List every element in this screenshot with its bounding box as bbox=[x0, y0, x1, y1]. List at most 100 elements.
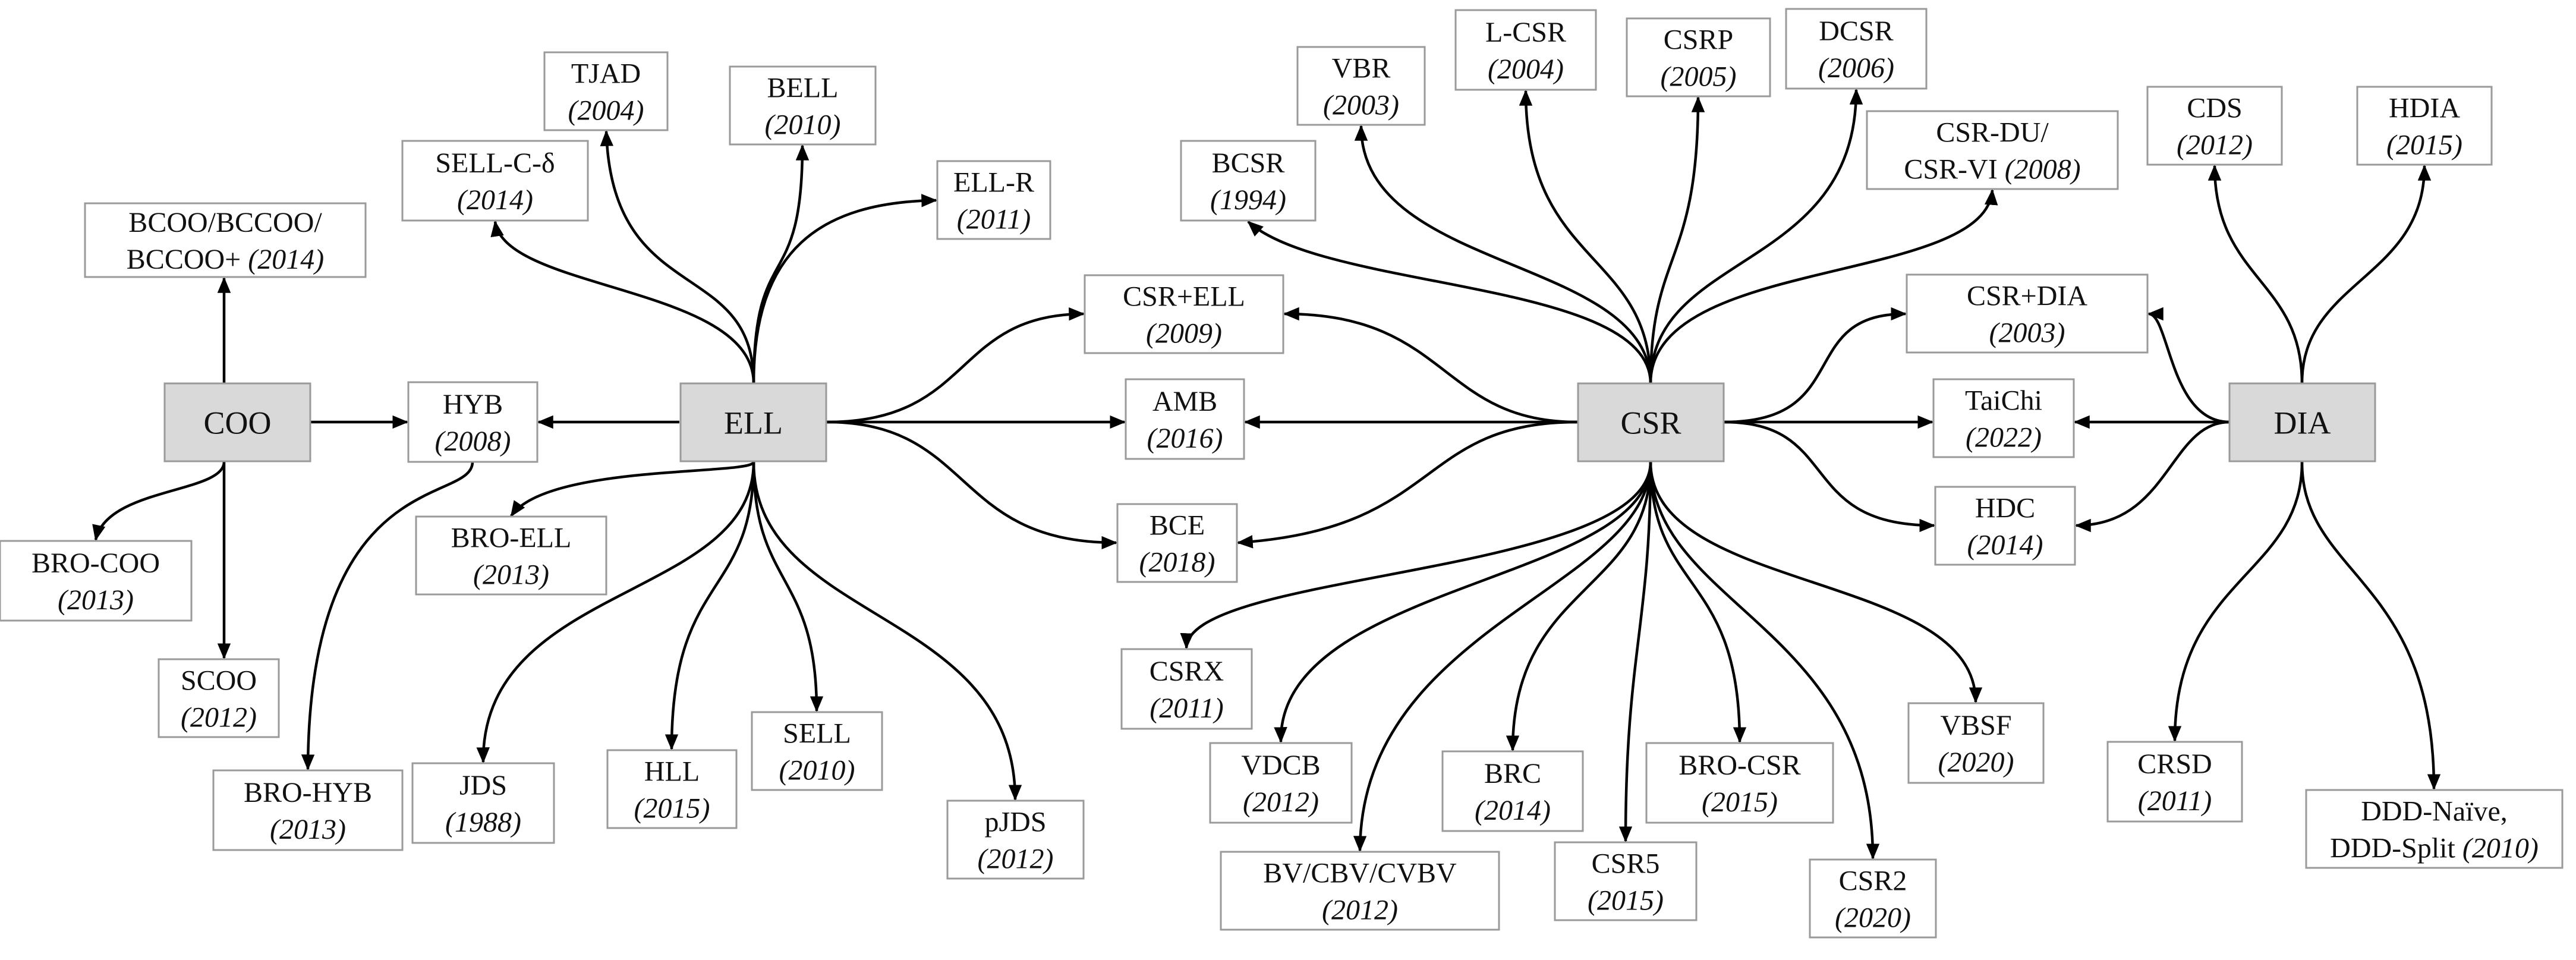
node-year: (2014) bbox=[241, 244, 324, 275]
node-label: BRO-CSR(2015) bbox=[1679, 750, 1800, 818]
node-box bbox=[946, 800, 1085, 880]
node-box bbox=[2146, 86, 2283, 166]
edge-ell-to-pjds bbox=[752, 461, 1022, 801]
node-year: (2018) bbox=[1139, 547, 1215, 578]
edge-csr-to-brc bbox=[1506, 461, 1652, 752]
node-year: (2012) bbox=[1322, 895, 1398, 926]
node-name-line: BCCOO+ bbox=[127, 244, 241, 275]
edge-csr-to-csr-dia bbox=[1723, 307, 1907, 424]
format-node-scoo: SCOO(2012) bbox=[158, 658, 280, 738]
node-name-line: AMB bbox=[1152, 386, 1217, 417]
node-name-line: HYB bbox=[443, 389, 503, 420]
format-node-sell: SELL(2010) bbox=[751, 711, 883, 791]
format-node-sell-c: SELL-C-δ(2014) bbox=[401, 140, 589, 222]
node-year: (2015) bbox=[1588, 885, 1664, 917]
node-label: SELL-C-δ(2014) bbox=[435, 147, 555, 216]
format-node-bell: BELL(2010) bbox=[729, 65, 877, 146]
node-year: (2011) bbox=[2138, 785, 2212, 817]
node-box bbox=[401, 140, 589, 222]
format-node-vbr: VBR(2003) bbox=[1296, 46, 1426, 126]
format-node-bro-coo: BRO-COO(2013) bbox=[0, 540, 193, 622]
format-node-bcsr: BCSR(1994) bbox=[1180, 140, 1317, 222]
edge-ell-to-csr-ell bbox=[826, 307, 1085, 424]
format-node-hyb: HYB (2008) bbox=[407, 381, 538, 463]
node-box bbox=[0, 540, 193, 622]
edge-csr-to-csr-du bbox=[1649, 188, 1998, 384]
node-name-line: HDIA bbox=[2389, 93, 2460, 124]
node-year: (2008) bbox=[435, 426, 511, 457]
node-label: CSR bbox=[1620, 405, 1681, 441]
node-box bbox=[212, 769, 404, 851]
node-box bbox=[1785, 8, 1928, 90]
node-name-line: BELL bbox=[767, 73, 839, 104]
node-year: (2003) bbox=[1323, 90, 1399, 121]
node-year: (2011) bbox=[957, 204, 1031, 235]
node-label: CSRP(2005) bbox=[1661, 24, 1737, 93]
edge-csr-to-csrp bbox=[1649, 96, 1705, 384]
node-label: CSR2(2020) bbox=[1835, 865, 1911, 934]
node-name-line: BCE bbox=[1150, 510, 1205, 542]
node-name-line: BRO-ELL bbox=[451, 523, 572, 554]
edge-ell-to-bce bbox=[826, 420, 1118, 550]
core-node-ell: ELL bbox=[679, 382, 827, 462]
node-label: ELL-R (2011) bbox=[953, 167, 1034, 235]
node-name-line: VBSF bbox=[1940, 710, 2011, 741]
edge-csr-to-dcsr bbox=[1649, 88, 1863, 384]
node-name-line: CSR-VI bbox=[1904, 154, 1997, 185]
node-year: (2012) bbox=[1243, 786, 1319, 818]
format-node-vbsf: VBSF (2020) bbox=[1907, 702, 2045, 784]
node-label: BCSR(1994) bbox=[1210, 147, 1286, 216]
node-year: (2006) bbox=[1818, 52, 1894, 84]
edge-dia-to-csr-dia bbox=[2147, 307, 2230, 424]
node-year: (2022) bbox=[1966, 422, 2042, 454]
node-box bbox=[1809, 858, 1937, 939]
node-name-line: TJAD bbox=[571, 58, 641, 90]
node-name-line: DDD-Split bbox=[2330, 833, 2455, 864]
node-year: (2016) bbox=[1147, 423, 1223, 454]
format-node-bro-csr: BRO-CSR(2015) bbox=[1645, 742, 1834, 824]
edge-ell-to-tjad bbox=[600, 130, 755, 384]
node-label: BV/CBV/CVBV(2012) bbox=[1263, 858, 1457, 926]
node-box bbox=[1120, 648, 1253, 730]
node-year: (2012) bbox=[2177, 130, 2253, 161]
node-box bbox=[751, 711, 883, 791]
node-label: CSRX(2011) bbox=[1150, 656, 1224, 724]
node-box bbox=[1180, 140, 1317, 222]
node-year: (2020) bbox=[1938, 747, 2014, 778]
node-label: TaiChi (2022) bbox=[1965, 385, 2042, 454]
edge-csr-to-vbsf bbox=[1649, 461, 1983, 704]
node-box bbox=[2228, 382, 2376, 462]
node-label: DIA bbox=[2274, 405, 2331, 441]
node-label: VBR(2003) bbox=[1323, 53, 1399, 121]
node-name-line: ELL-R bbox=[953, 167, 1034, 199]
node-box bbox=[84, 202, 367, 278]
format-node-bcoo: BCOO/BCCOO/BCCOO+ (2014) bbox=[84, 202, 367, 278]
node-label: BRO-HYB(2013) bbox=[244, 777, 372, 845]
node-name-line: CRSD bbox=[2137, 748, 2212, 780]
node-box bbox=[679, 382, 827, 462]
node-name-line: SELL bbox=[783, 718, 851, 750]
format-node-hdc: HDC(2014) bbox=[1934, 486, 2076, 566]
node-label: BCOO/BCCOO/BCCOO+ (2014) bbox=[127, 207, 324, 275]
node-name-line: TaiChi bbox=[1965, 385, 2042, 417]
node-name-line: BCOO/BCCOO/ bbox=[128, 207, 322, 238]
node-label: CSR+ELL(2009) bbox=[1123, 281, 1245, 350]
edge-ell-to-ell-r bbox=[752, 194, 938, 384]
node-box bbox=[2106, 741, 2243, 823]
node-box bbox=[1296, 46, 1426, 126]
node-box bbox=[1084, 274, 1284, 354]
edges-layer bbox=[92, 88, 2441, 860]
edge-csr-to-csr5 bbox=[1618, 461, 1652, 843]
node-box bbox=[415, 515, 607, 596]
node-name-line: BRO-HYB bbox=[244, 777, 372, 808]
node-label: SCOO(2012) bbox=[181, 665, 257, 734]
node-box bbox=[936, 160, 1051, 240]
core-node-dia: DIA bbox=[2228, 382, 2376, 462]
node-label: CSR+DIA(2003) bbox=[1967, 281, 2087, 349]
node-box bbox=[1645, 742, 1834, 824]
node-label: BRO-ELL(2013) bbox=[451, 523, 572, 591]
node-name-line: CSR+DIA bbox=[1967, 281, 2087, 312]
node-label: TJAD(2004) bbox=[568, 58, 644, 127]
format-node-dcsr: DCSR(2006) bbox=[1785, 8, 1928, 90]
